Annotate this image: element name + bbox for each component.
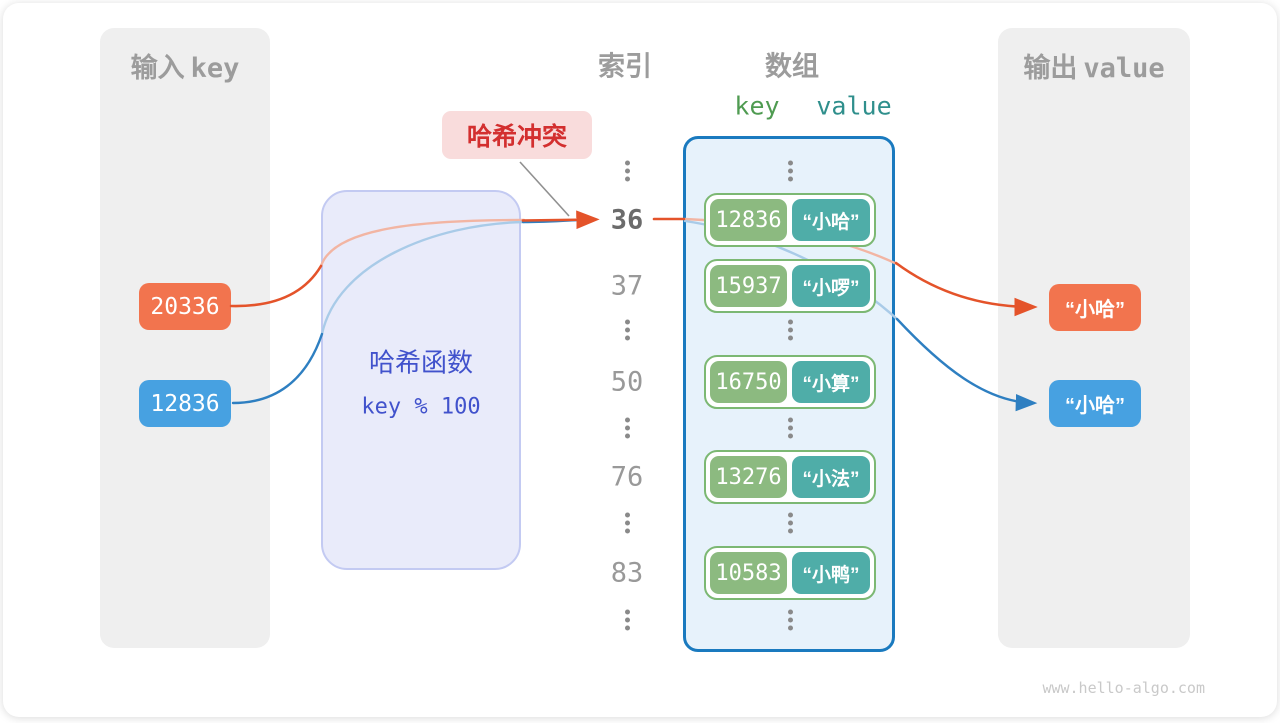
- bucket-value: “小啰”: [792, 265, 870, 307]
- index-ellipsis: [577, 320, 677, 341]
- input-key-12836-label: 12836: [150, 391, 219, 417]
- hash-collision-label: 哈希冲突: [442, 111, 592, 159]
- bucket-key: 16750: [710, 361, 787, 403]
- input-key-20336: 20336: [139, 283, 231, 330]
- bucket-pair-13276: 13276“小法”: [704, 450, 876, 504]
- hash-function-title: 哈希函数: [321, 343, 521, 380]
- bucket-ellipsis: [704, 610, 876, 631]
- output-value-orange-label: “小哈”: [1065, 293, 1125, 322]
- curve-blue-under-arrow: [523, 220, 577, 222]
- index-36: 36: [577, 205, 677, 236]
- output-panel-title-en: value: [1083, 53, 1164, 84]
- index-ellipsis: [577, 513, 677, 534]
- hash-function-formula: key % 100: [321, 395, 521, 420]
- bucket-pair-15937: 15937“小啰”: [704, 259, 876, 313]
- bucket-pair-12836: 12836“小哈”: [704, 193, 876, 247]
- bucket-pair-10583: 10583“小鸭”: [704, 546, 876, 600]
- bucket-key: 12836: [710, 199, 787, 241]
- input-key-20336-label: 20336: [150, 294, 219, 320]
- index-column: 36 37 50 76 83: [577, 3, 677, 723]
- bucket-value: “小哈”: [792, 199, 870, 241]
- array-buckets: 12836“小哈”15937“小啰”16750“小算”13276“小法”1058…: [704, 3, 876, 723]
- watermark: www.hello-algo.com: [1042, 679, 1205, 697]
- index-ellipsis: [577, 161, 677, 182]
- bucket-ellipsis: [704, 418, 876, 439]
- index-ellipsis: [577, 610, 677, 631]
- input-key-12836: 12836: [139, 380, 231, 427]
- bucket-value: “小法”: [792, 456, 870, 498]
- hash-function-box: [321, 190, 521, 570]
- bucket-ellipsis: [704, 161, 876, 182]
- bucket-ellipsis: [704, 513, 876, 534]
- collision-pointer-line: [520, 162, 569, 216]
- output-panel-title-zh: 输出: [1023, 53, 1077, 83]
- input-panel-title-en: key: [191, 53, 240, 84]
- index-76: 76: [577, 462, 677, 493]
- index-83: 83: [577, 558, 677, 589]
- index-50: 50: [577, 367, 677, 398]
- bucket-key: 15937: [710, 265, 787, 307]
- bucket-value: “小算”: [792, 361, 870, 403]
- bucket-pair-16750: 16750“小算”: [704, 355, 876, 409]
- output-value-orange: “小哈”: [1049, 284, 1141, 331]
- index-37: 37: [577, 271, 677, 302]
- input-panel-title-zh: 输入: [131, 53, 185, 83]
- bucket-key: 10583: [710, 552, 787, 594]
- index-ellipsis: [577, 418, 677, 439]
- output-value-blue-label: “小哈”: [1065, 389, 1125, 418]
- bucket-key: 13276: [710, 456, 787, 498]
- bucket-value: “小鸭”: [792, 552, 870, 594]
- bucket-ellipsis: [704, 320, 876, 341]
- output-value-blue: “小哈”: [1049, 380, 1141, 427]
